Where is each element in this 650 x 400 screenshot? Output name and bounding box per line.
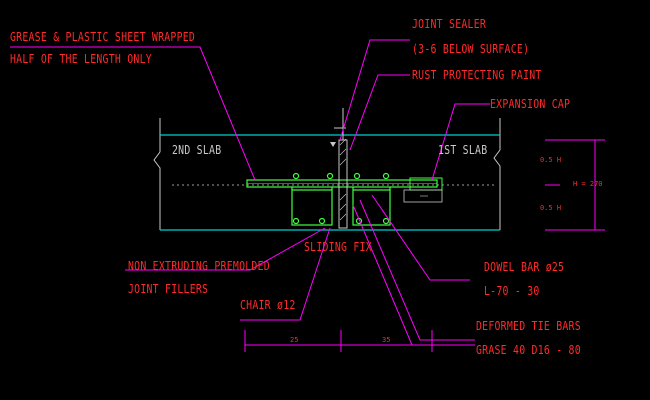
joint-column — [330, 108, 348, 229]
dim-half-bottom: 0.5 H — [540, 204, 562, 212]
sliding-fix-label: SLIDING FIX — [304, 240, 372, 254]
tie-bars-label-line1: DEFORMED TIE BARS — [476, 319, 581, 333]
expansion-cap — [403, 177, 443, 203]
dim-height: H = 270 — [573, 180, 603, 188]
dowel-bar — [246, 179, 438, 188]
expansion-cap-label: EXPANSION CAP — [490, 97, 571, 111]
chair-label: CHAIR ø12 — [240, 298, 296, 312]
grease-label-line2: HALF OF THE LENGTH ONLY — [10, 52, 152, 66]
dowel-label-line1: DOWEL BAR ø25 — [484, 260, 565, 274]
filler-label-line2: JOINT FILLERS — [128, 282, 209, 296]
second-slab-label: 2ND SLAB — [172, 143, 222, 157]
dowel-label-line2: L-70 - 30 — [484, 284, 540, 298]
joint-sealer-depth-label: (3-6 BELOW SURFACE) — [412, 42, 530, 56]
slab-faces — [160, 134, 500, 231]
first-slab-label: 1ST SLAB — [438, 143, 488, 157]
leader-lines — [10, 39, 605, 352]
rust-paint-label: RUST PROTECTING PAINT — [412, 68, 542, 82]
grease-label-line1: GREASE & PLASTIC SHEET WRAPPED — [10, 30, 196, 44]
filler-label-line1: NON EXTRUDING PREMOLDED — [128, 259, 270, 273]
dim-half-top: 0.5 H — [540, 156, 562, 164]
dim-right-span: 35 — [382, 336, 391, 344]
joint-sealer-label: JOINT SEALER — [412, 17, 487, 31]
dim-left-span: 25 — [290, 336, 299, 344]
tie-bars-label-line2: GRASE 40 D16 - 80 — [476, 343, 581, 357]
